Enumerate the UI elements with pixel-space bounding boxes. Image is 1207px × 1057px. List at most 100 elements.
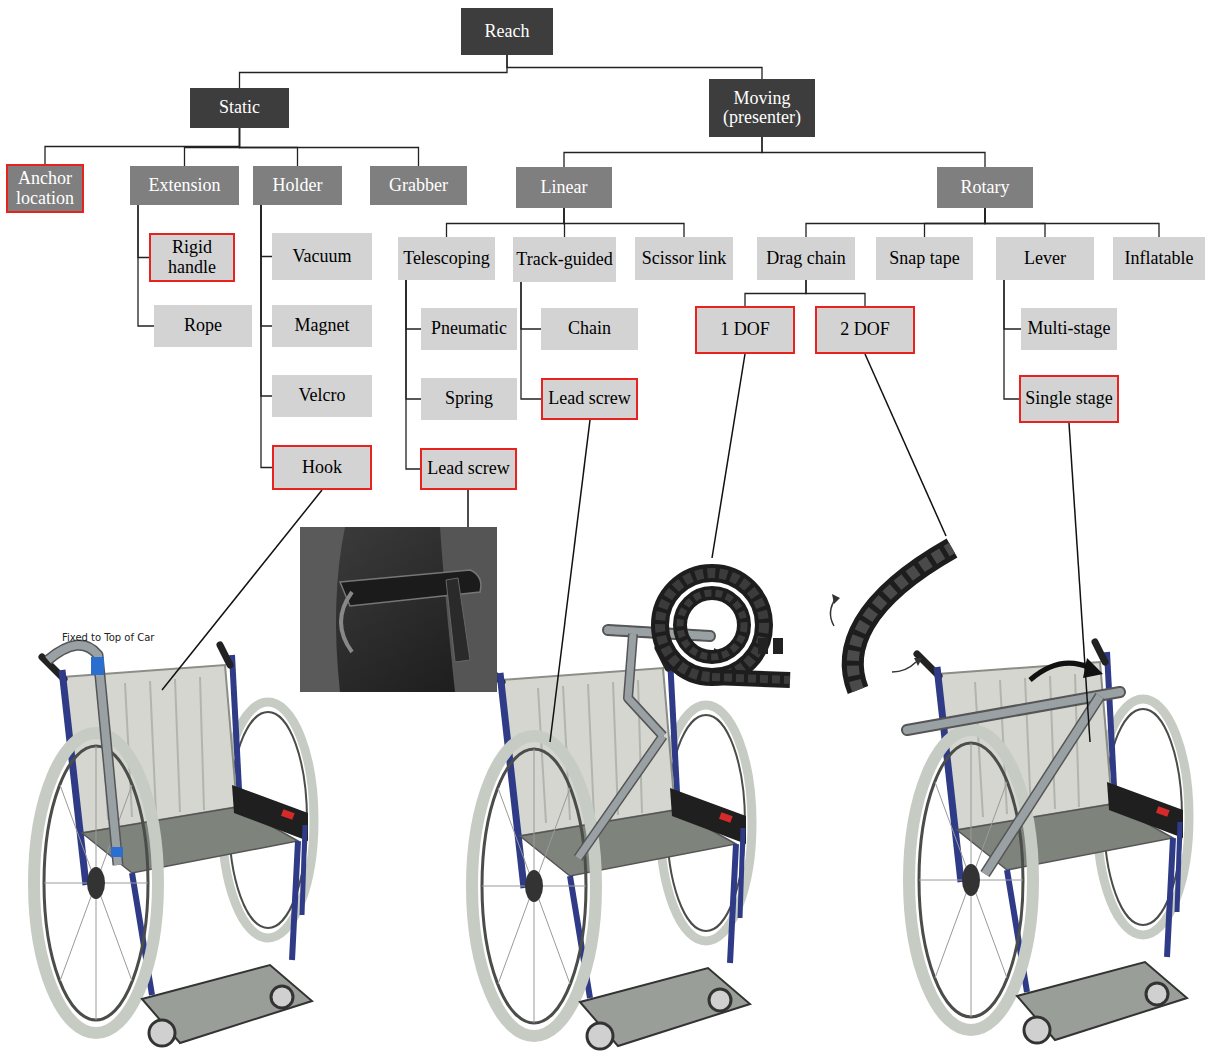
box-label: 1 DOF xyxy=(720,320,770,339)
drag-chain-bent xyxy=(853,548,952,690)
box-label: 2 DOF xyxy=(840,320,890,339)
box-label: Scissor link xyxy=(642,249,727,268)
box-label: Rigid handle xyxy=(151,238,233,277)
leaf-box: Scissor link xyxy=(635,237,733,280)
drag-chain-bent xyxy=(892,662,916,672)
car-seat-picture xyxy=(300,527,497,692)
leader-line xyxy=(1069,423,1090,742)
box-label: Lead screw xyxy=(427,459,509,478)
leaf-box: Telescoping xyxy=(398,237,495,280)
tree-connector xyxy=(261,205,272,468)
tree-connector xyxy=(406,280,421,329)
category-box: Holder xyxy=(253,166,342,205)
lever-wheelchair xyxy=(985,696,1100,874)
drag-chain-bent xyxy=(832,594,840,604)
leaf-box: Snap tape xyxy=(876,237,973,280)
tree-connector xyxy=(261,205,272,326)
box-label: Grabber xyxy=(389,176,448,195)
box-label: Spring xyxy=(445,389,493,408)
tree-connector xyxy=(1004,280,1021,329)
lever-wheelchair xyxy=(907,642,1189,1043)
box-label: Inflatable xyxy=(1125,249,1194,268)
box-label: Static xyxy=(219,98,260,117)
box-label: Lead screw xyxy=(548,389,630,408)
drag-chain-bent xyxy=(853,548,952,690)
box-label: Magnet xyxy=(295,316,350,335)
drag-chain-coil xyxy=(773,638,783,654)
lever-wheelchair xyxy=(985,696,1100,874)
box-label: Lever xyxy=(1024,249,1066,268)
tree-connector xyxy=(985,208,1045,237)
box-label: Multi-stage xyxy=(1028,319,1111,338)
leader-line xyxy=(467,490,469,527)
leader-line xyxy=(712,354,745,558)
leaf-box: Velcro xyxy=(272,375,372,417)
car-seat-picture xyxy=(300,527,497,692)
tree-connector xyxy=(261,205,272,396)
hook-wheelchair xyxy=(91,657,104,675)
tree-connector xyxy=(806,280,865,306)
leaf-box: Chain xyxy=(541,308,638,350)
leaf-box: 2 DOF xyxy=(815,306,915,354)
tree-connector xyxy=(406,280,421,399)
drag-chain-coil xyxy=(712,677,790,680)
drag-chain-coil xyxy=(660,573,790,680)
leaf-box: Drag chain xyxy=(757,237,855,280)
box-label: Hook xyxy=(302,458,342,477)
box-label: Reach xyxy=(485,22,530,41)
category-box: Static xyxy=(190,88,289,128)
track-wheelchair xyxy=(578,634,663,858)
leader-line xyxy=(865,354,946,536)
leaf-box: Rigid handle xyxy=(149,233,235,282)
hook-wheelchair xyxy=(34,645,314,1046)
tree-connector xyxy=(564,208,684,237)
category-box: Rotary xyxy=(937,167,1033,208)
tree-connector xyxy=(762,137,985,167)
box-label: Chain xyxy=(568,319,611,338)
box-label: Velcro xyxy=(299,386,346,405)
box-label: Rotary xyxy=(961,178,1010,197)
hook-wheelchair xyxy=(48,645,118,865)
leaf-box: Pneumatic xyxy=(421,308,517,350)
handwritten-note: Fixed to Top of Car xyxy=(62,632,154,643)
tree-connector xyxy=(925,208,986,237)
leaf-box: Lead screw xyxy=(541,378,638,420)
leaf-box: Spring xyxy=(421,378,517,420)
tree-connector xyxy=(45,128,240,164)
tree-connector xyxy=(240,55,508,88)
tree-connector xyxy=(564,137,762,167)
leader-line xyxy=(162,490,322,690)
car-seat-picture xyxy=(440,527,497,692)
category-box: Extension xyxy=(130,166,239,205)
leaf-box: 1 DOF xyxy=(695,306,795,354)
track-wheelchair xyxy=(472,648,752,1049)
car-seat-picture xyxy=(300,527,345,692)
leaf-box: Lead screw xyxy=(420,448,517,490)
drag-chain-coil xyxy=(712,677,790,680)
tree-connector xyxy=(806,208,985,237)
box-label: Holder xyxy=(273,176,323,195)
leaf-box: Track-guided xyxy=(513,237,616,282)
tree-connector xyxy=(745,280,806,306)
leaf-box: Magnet xyxy=(272,305,372,347)
box-label: Pneumatic xyxy=(431,319,507,338)
box-label: Drag chain xyxy=(766,249,845,268)
tree-connector xyxy=(185,128,240,166)
tree-connector xyxy=(406,280,420,469)
lever-wheelchair xyxy=(1030,663,1090,680)
leaf-box: Inflatable xyxy=(1113,237,1205,280)
leaf-box: Vacuum xyxy=(272,233,372,280)
box-label: Track-guided xyxy=(516,250,612,269)
category-box: Linear xyxy=(516,167,612,208)
tree-connector xyxy=(507,55,762,79)
tree-connector xyxy=(138,205,149,258)
box-label: Linear xyxy=(541,178,588,197)
box-label: Vacuum xyxy=(293,247,352,266)
leaf-box: Hook xyxy=(272,445,372,490)
hook-wheelchair xyxy=(34,645,314,1046)
box-label: Telescoping xyxy=(403,249,490,268)
box-label: Anchor location xyxy=(8,169,82,208)
drag-chain-coil xyxy=(680,593,744,657)
